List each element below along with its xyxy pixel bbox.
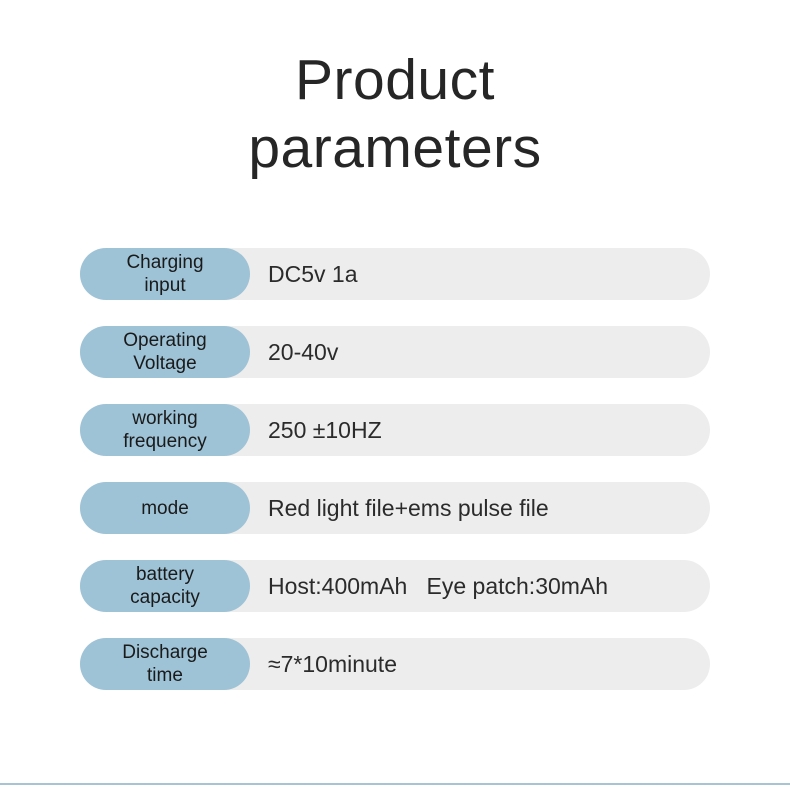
- spec-label-charging-input: Charging input: [80, 248, 250, 300]
- bottom-divider: [0, 783, 790, 785]
- spec-value-discharge-time: ≈7*10minute: [268, 651, 397, 677]
- spec-label-discharge-time: Discharge time: [80, 638, 250, 690]
- spec-value-operating-voltage: 20-40v: [268, 339, 339, 365]
- spec-value-charging-input: DC5v 1a: [268, 261, 358, 287]
- spec-label-battery-capacity: battery capacity: [80, 560, 250, 612]
- table-row: Charging input DC5v 1a: [80, 248, 710, 300]
- table-row: working frequency 250 ±10HZ: [80, 404, 710, 456]
- table-row: mode Red light file+ems pulse file: [80, 482, 710, 534]
- table-row: Discharge time ≈7*10minute: [80, 638, 710, 690]
- page-title: Product parameters: [248, 48, 542, 180]
- table-row: Operating Voltage 20-40v: [80, 326, 710, 378]
- spec-value-working-frequency: 250 ±10HZ: [268, 417, 382, 443]
- spec-label-mode: mode: [80, 482, 250, 534]
- spec-value-mode: Red light file+ems pulse file: [268, 495, 549, 521]
- spec-value-battery-capacity: Host:400mAh Eye patch:30mAh: [268, 573, 609, 599]
- table-row: battery capacity Host:400mAh Eye patch:3…: [80, 560, 710, 612]
- spec-label-working-frequency: working frequency: [80, 404, 250, 456]
- spec-label-operating-voltage: Operating Voltage: [80, 326, 250, 378]
- spec-table: Charging input DC5v 1a Operating Voltage…: [80, 248, 710, 690]
